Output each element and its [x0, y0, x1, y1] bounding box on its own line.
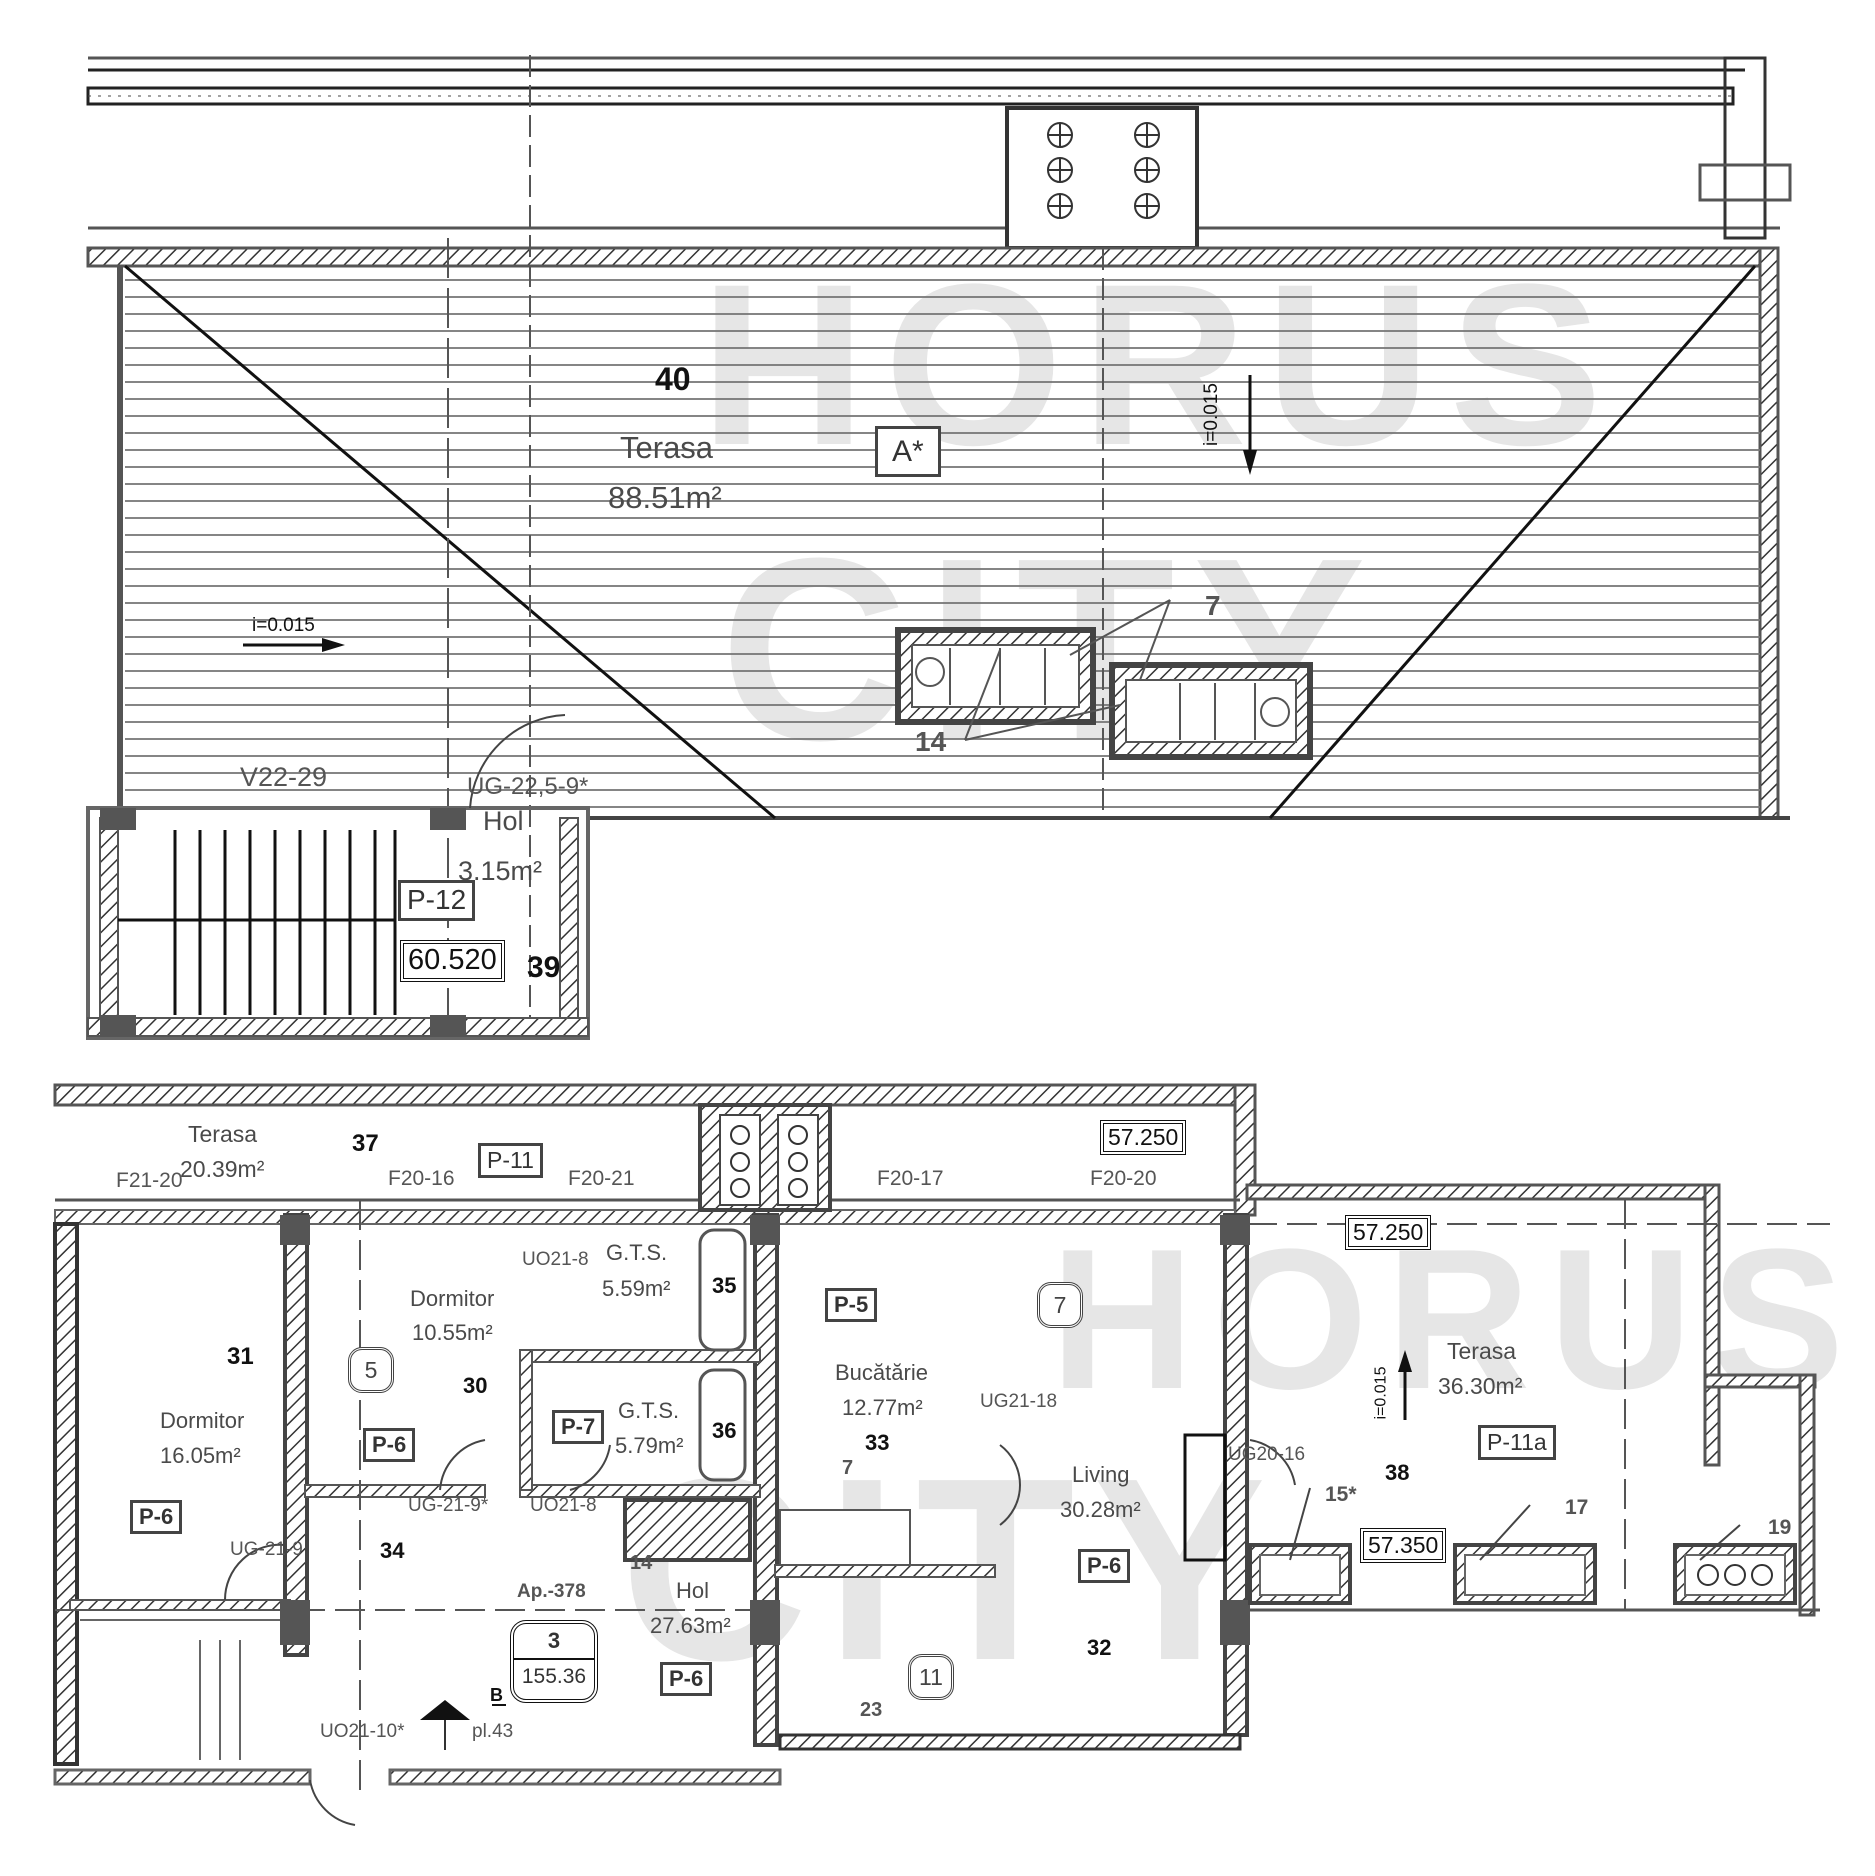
window-code-v22-29: V22-29: [240, 762, 328, 792]
bath-35-area: 5.59m²: [602, 1276, 671, 1301]
right-terrace-level: 57.250: [1345, 1215, 1432, 1251]
kitchen-tag: P-5: [825, 1288, 878, 1323]
hall-upper-level: 60.520: [400, 940, 505, 982]
bath-35-name: G.T.S.: [606, 1240, 668, 1265]
bath-36-number: 36: [712, 1418, 737, 1443]
apartment-area: 155.36: [521, 1665, 587, 1688]
window-code-f21-20: F21-20: [116, 1169, 183, 1192]
slope-left-label: i=0.015: [252, 615, 315, 636]
hall-upper-number: 39: [527, 951, 561, 984]
bedroom-31-tag: P-6: [130, 1500, 183, 1535]
window-code-f20-21: F20-21: [568, 1167, 635, 1190]
apartment-label: Ap.-378: [517, 1581, 586, 1602]
apartment-room-count: 3: [514, 1624, 594, 1660]
callout-14: 14: [630, 1552, 653, 1574]
window-code-f20-17: F20-17: [877, 1167, 944, 1190]
hall-tag: P-6: [660, 1662, 713, 1697]
apartment-badge: 3 155.36: [510, 1620, 598, 1703]
bath-36-name: G.T.S.: [618, 1398, 680, 1423]
right-terrace-area: 36.30m²: [1438, 1373, 1523, 1399]
living-number: 32: [1087, 1635, 1112, 1660]
door-code-ug20-16: UG20-16: [1228, 1444, 1306, 1465]
callout-17: 17: [1565, 1496, 1589, 1519]
callout-23: 23: [860, 1699, 883, 1721]
kitchen-circle-tag: 7: [1037, 1282, 1083, 1328]
living-name: Living: [1072, 1462, 1130, 1487]
door-code-uo21-8-bottom: UO21-8: [530, 1495, 597, 1516]
bath-36-area: 5.79m²: [615, 1433, 684, 1458]
bedroom-30-area: 10.55m²: [412, 1320, 493, 1345]
right-terrace-name: Terasa: [1447, 1338, 1517, 1364]
kitchen-number: 33: [865, 1430, 890, 1455]
skylight-callout-14: 14: [915, 726, 947, 757]
living-tag: P-6: [1078, 1549, 1131, 1584]
section-letter: B: [490, 1685, 503, 1705]
top-terrace-number: 37: [352, 1130, 379, 1157]
hall-area: 27.63m²: [650, 1613, 731, 1638]
door-code-ug21-18: UG21-18: [980, 1391, 1058, 1412]
bedroom-30-tag: P-6: [363, 1428, 416, 1463]
bedroom-30-name: Dormitor: [410, 1286, 495, 1311]
callout-19: 19: [1768, 1516, 1792, 1539]
door-code-ug-21-9: UG-21-9: [230, 1539, 303, 1560]
window-code-f20-16: F20-16: [388, 1167, 455, 1190]
slope-right-label: i=0.015: [1200, 383, 1222, 446]
right-terrace-tag: P-11a: [1478, 1425, 1556, 1461]
right-terrace-number: 38: [1385, 1460, 1410, 1485]
bedroom-31-area: 16.05m²: [160, 1443, 241, 1468]
top-terrace-level: 57.250: [1100, 1120, 1187, 1156]
callout-15: 15*: [1325, 1483, 1357, 1506]
right-terrace-level-2: 57.350: [1360, 1528, 1447, 1564]
hall-name: Hol: [676, 1578, 710, 1603]
top-terrace-name: Terasa: [188, 1121, 258, 1147]
door-code-uo21-8-top: UO21-8: [522, 1249, 589, 1270]
top-terrace-tag: P-11: [478, 1143, 543, 1179]
bath-35-number: 35: [712, 1273, 737, 1298]
window-code-f20-20: F20-20: [1090, 1167, 1157, 1190]
bedroom-30-number: 30: [463, 1373, 488, 1398]
terrace-type-tag: A*: [875, 426, 941, 477]
bath-36-tag: P-7: [552, 1410, 605, 1445]
terrace-room-number: 40: [655, 361, 691, 397]
kitchen-name: Bucătărie: [835, 1360, 928, 1385]
hall-upper-name: Hol: [483, 806, 524, 836]
right-terrace-slope: i=0.015: [1372, 1366, 1390, 1420]
hall-number: 34: [380, 1538, 405, 1563]
door-code-uo21-10: UO21-10*: [320, 1721, 405, 1742]
hall-upper-tag: P-12: [398, 880, 476, 921]
terrace-room-name: Terasa: [620, 430, 714, 465]
section-sheet: pl.43: [472, 1721, 514, 1742]
kitchen-area: 12.77m²: [842, 1395, 923, 1420]
terrace-room-area: 88.51m²: [608, 480, 722, 515]
living-area: 30.28m²: [1060, 1497, 1141, 1522]
top-terrace-area: 20.39m²: [180, 1156, 265, 1182]
living-circle-tag: 11: [908, 1654, 954, 1700]
callout-7: 7: [842, 1457, 854, 1479]
door-code-ug-22: UG-22,5-9*: [467, 773, 589, 800]
bedroom-31-name: Dormitor: [160, 1408, 245, 1433]
door-code-ug-21-9-star: UG-21-9*: [408, 1495, 489, 1516]
bedroom-30-circle-tag: 5: [348, 1347, 394, 1393]
bedroom-31-number: 31: [227, 1343, 254, 1370]
skylight-callout-7: 7: [1205, 590, 1221, 621]
